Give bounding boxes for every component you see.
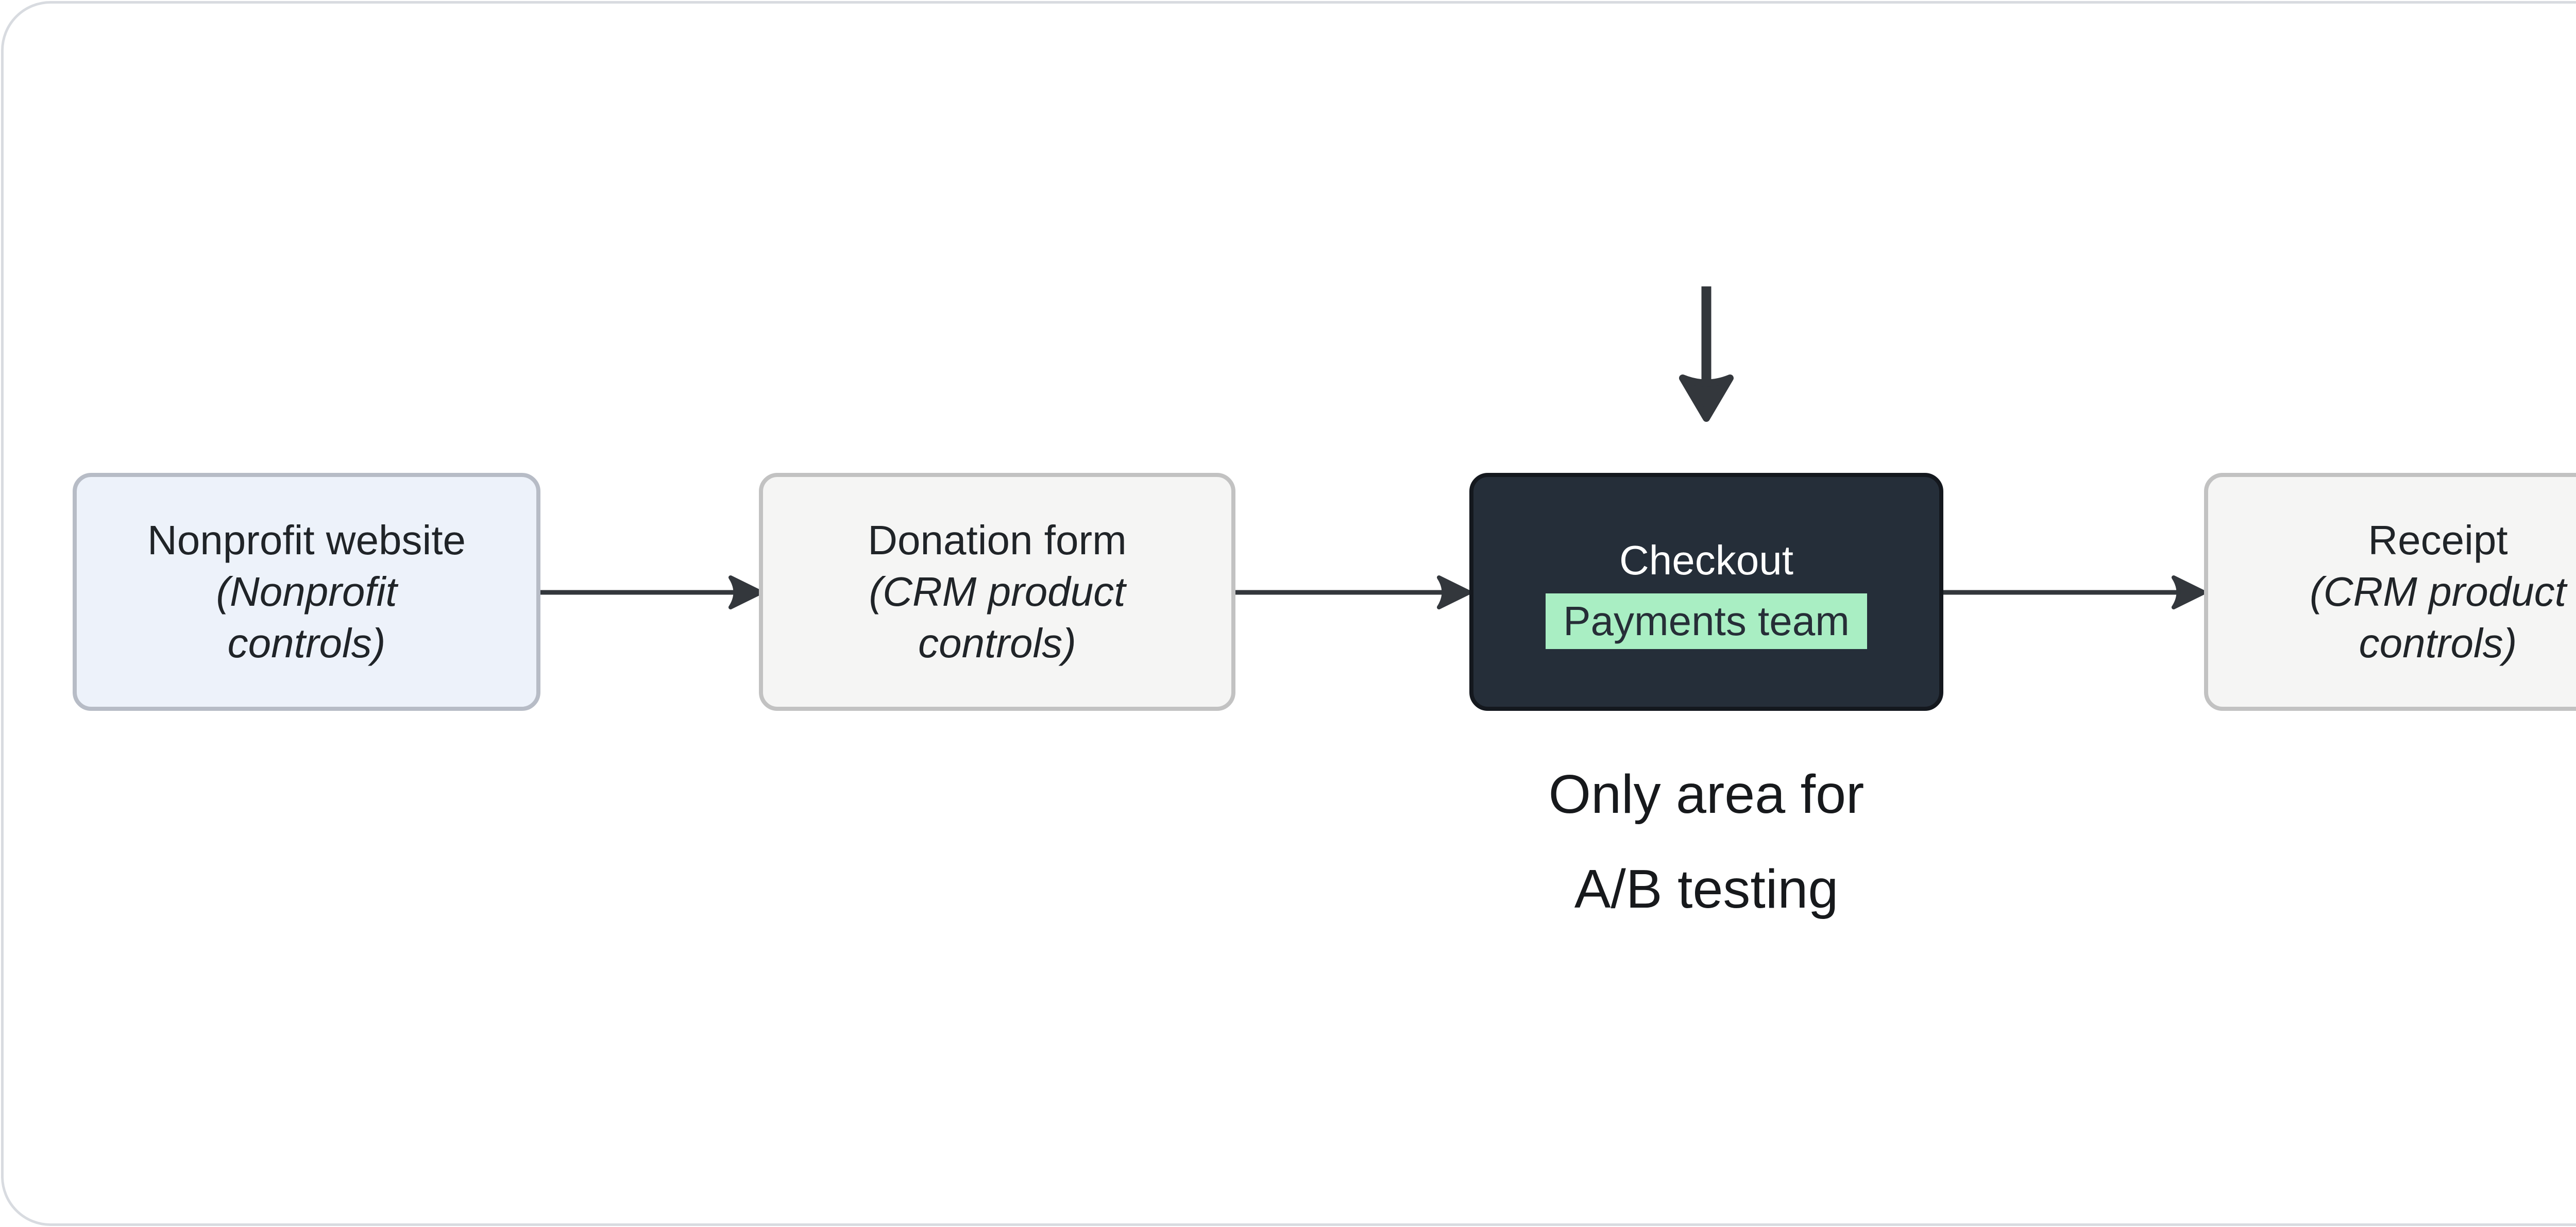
node-subtitle: (Nonprofit controls)	[216, 569, 397, 666]
node-title: Donation form	[868, 517, 1127, 563]
node-donation-form: Donation form (CRM product controls)	[759, 473, 1235, 711]
node-subtitle: (CRM product controls)	[2310, 569, 2566, 666]
payments-team-highlight: Payments team	[1546, 593, 1867, 649]
node-title: Checkout	[1619, 537, 1793, 583]
node-title: Receipt	[2368, 517, 2508, 563]
node-nonprofit-website: Nonprofit website (Nonprofit controls)	[73, 473, 540, 711]
connector-arrow-1	[540, 575, 763, 609]
caption-line-2: A/B testing	[1574, 859, 1839, 919]
node-checkout: Checkout Payments team	[1469, 473, 1943, 711]
node-receipt: Receipt (CRM product controls)	[2204, 473, 2576, 711]
node-title: Nonprofit website	[147, 517, 466, 563]
caption-line-1: Only area for	[1548, 764, 1865, 825]
ab-testing-caption: Only area for A/B testing	[1346, 747, 2067, 936]
connector-arrow-2	[1235, 575, 1471, 609]
down-arrow-icon	[1679, 286, 1734, 422]
connector-arrow-3	[1943, 575, 2206, 609]
node-subtitle: (CRM product controls)	[869, 569, 1126, 666]
